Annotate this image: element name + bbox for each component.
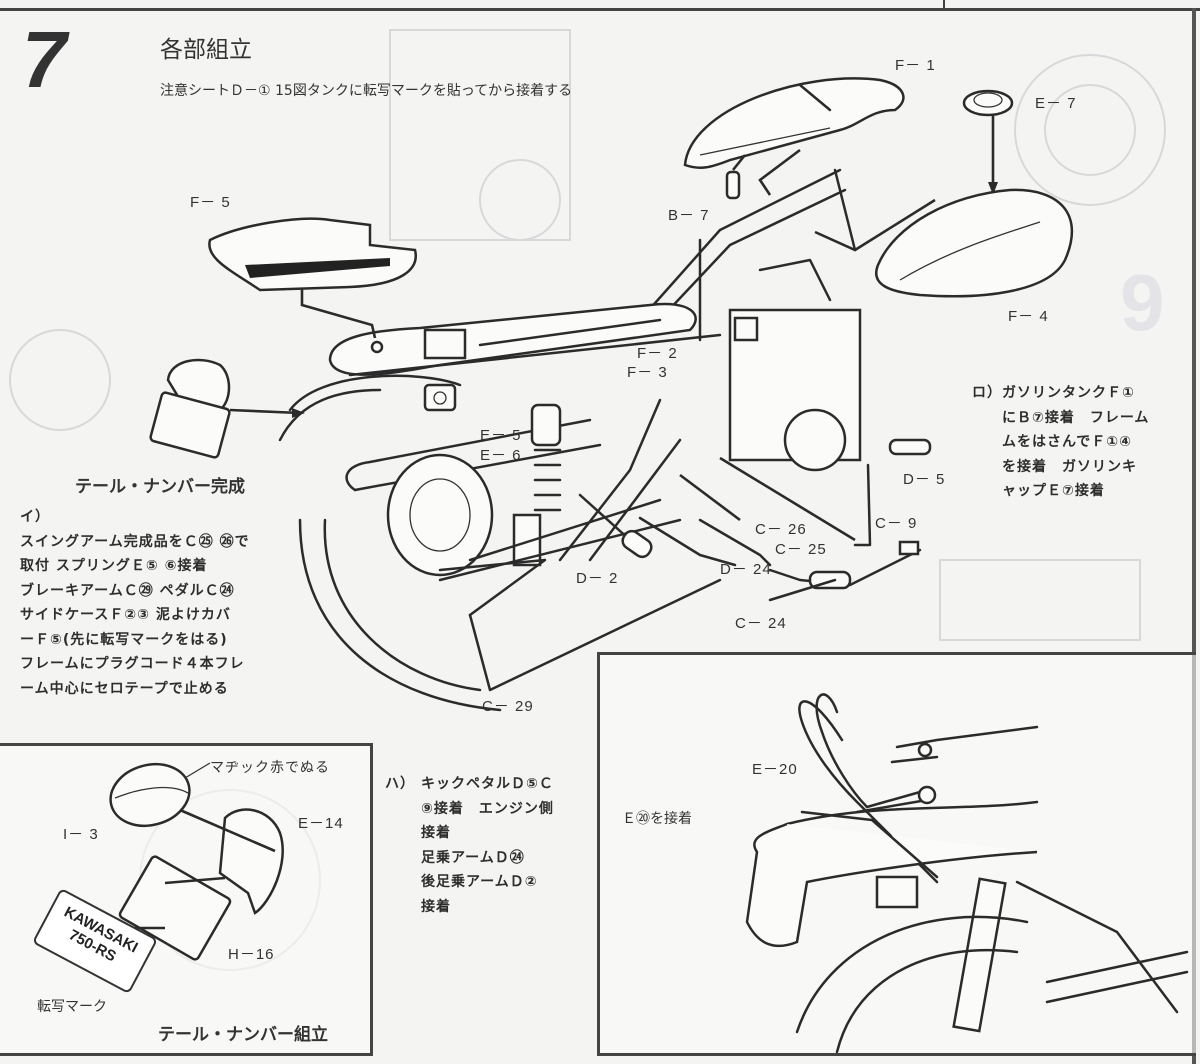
tail-light-complete-drawing: [149, 358, 305, 459]
label-f5: F－ 5: [190, 194, 231, 211]
label-h16: H－16: [228, 946, 275, 963]
paint-red-note: マヂック赤でぬる: [210, 760, 330, 776]
label-d5: D－ 5: [903, 471, 946, 488]
instruction-ha-line: 足乗アームＤ㉔: [421, 849, 525, 866]
fuel-tank-f1-drawing: [683, 77, 905, 169]
top-border: [0, 8, 1200, 11]
rear-fender-f5-drawing: [208, 217, 417, 354]
instruction-i: イ） スイングアーム完成品をＣ㉕ ㉖で 取付 スプリングＥ⑤ ⑥接着 ブレーキア…: [20, 505, 250, 701]
caution-note: 注意シートＤ－① 15図タンクに転写マークを貼ってから接着する: [160, 83, 573, 99]
instruction-ro-line: にＢ⑦接着 フレーム: [1002, 409, 1150, 426]
frame-drawing: [638, 168, 862, 472]
label-e20: E－20: [752, 761, 798, 778]
instruction-ro-line: ムをはさんでＦ①④: [1002, 434, 1133, 450]
instruction-ha-line: キックペタルＤ⑤Ｃ: [421, 776, 554, 792]
label-e6: E－ 6: [480, 447, 522, 464]
label-c9: C－ 9: [875, 515, 918, 532]
instruction-i-line: フレームにプラグコード４本フレ: [20, 656, 245, 672]
instruction-ha: ハ） キックペタルＤ⑤Ｃ ⑨接着 エンジン側 接着 足乗アームＤ㉔ 後足乗アーム…: [385, 772, 554, 919]
seat-rack-drawing: [328, 302, 722, 412]
grab-bar-diagram: [745, 693, 1189, 1054]
right-border: [1192, 8, 1196, 1064]
label-f2: F－ 2: [637, 345, 678, 362]
instruction-i-line: 取付 スプリングＥ⑤ ⑥接着: [20, 558, 208, 574]
label-c25: C－ 25: [775, 541, 827, 558]
instruction-ha-line: 後足乗アームＤ②: [421, 874, 538, 890]
tail-assembly-caption: テール・ナンバー組立: [158, 1025, 328, 1045]
step-title: 各部組立: [160, 37, 252, 63]
tail-assembly-diagram: [109, 762, 284, 961]
instruction-ha-line: 接着: [421, 825, 451, 841]
label-c26: C－ 26: [755, 521, 807, 538]
instruction-ro-line: ャップＥ⑦接着: [1002, 483, 1105, 499]
step-number: 7: [22, 15, 67, 104]
instruction-ro: ロ） ガソリンタンクＦ① にＢ⑦接着 フレーム ムをはさんでＦ①④ を接着 ガソ…: [972, 381, 1149, 504]
shock-absorber-drawing: [438, 398, 682, 582]
label-f1: F－ 1: [895, 57, 936, 74]
label-d24: D－ 24: [720, 561, 772, 578]
instruction-i-heading: イ）: [20, 509, 50, 525]
label-e14: E－14: [298, 815, 344, 832]
instruction-i-line: サイドケースＦ②③ 泥よけカバ: [20, 607, 231, 623]
label-b7: B－ 7: [668, 207, 710, 224]
label-i3: I－ 3: [63, 826, 99, 843]
tail-complete-caption: テール・ナンバー完成: [75, 477, 245, 497]
top-divider: [943, 0, 945, 10]
grab-bar-instruction: Ｅ⑳を接着: [622, 811, 692, 827]
label-d2: D－ 2: [576, 570, 619, 587]
footpeg-lever-drawing: [438, 438, 932, 692]
label-c24: C－ 24: [735, 615, 787, 632]
instruction-i-line: スイングアーム完成品をＣ㉕ ㉖で: [20, 533, 250, 550]
bolt-b7-drawing: [725, 148, 801, 200]
gas-cap-e7-drawing: [962, 89, 1014, 195]
instruction-ro-line: を接着 ガソリンキ: [1002, 458, 1137, 475]
decal-label: 転写マーク: [37, 999, 107, 1015]
instruction-ha-line: ⑨接着 エンジン側: [421, 800, 554, 817]
instruction-ro-line: ガソリンタンクＦ①: [1002, 385, 1135, 401]
instruction-i-line: ーム中心にセロテープで止める: [20, 680, 229, 697]
tank-half-f4-drawing: [814, 188, 1074, 298]
instruction-ha-line: 接着: [421, 898, 451, 915]
instruction-i-line: ブレーキアームＣ㉙ ペダルＣ㉔: [20, 582, 235, 599]
instruction-ro-heading: ロ）: [972, 385, 1002, 401]
rear-wheel-drawing: [278, 374, 602, 712]
label-e7: E－ 7: [1035, 95, 1077, 112]
label-f4: F－ 4: [1008, 308, 1049, 325]
label-e5: E－ 5: [480, 427, 522, 444]
label-f3: F－ 3: [627, 364, 668, 381]
instruction-i-line: ーＦ⑤(先に転写マークをはる): [20, 631, 228, 648]
instruction-ha-heading: ハ）: [385, 776, 415, 792]
svg-text:9: 9: [1120, 258, 1165, 347]
label-c29: C－ 29: [482, 698, 534, 715]
